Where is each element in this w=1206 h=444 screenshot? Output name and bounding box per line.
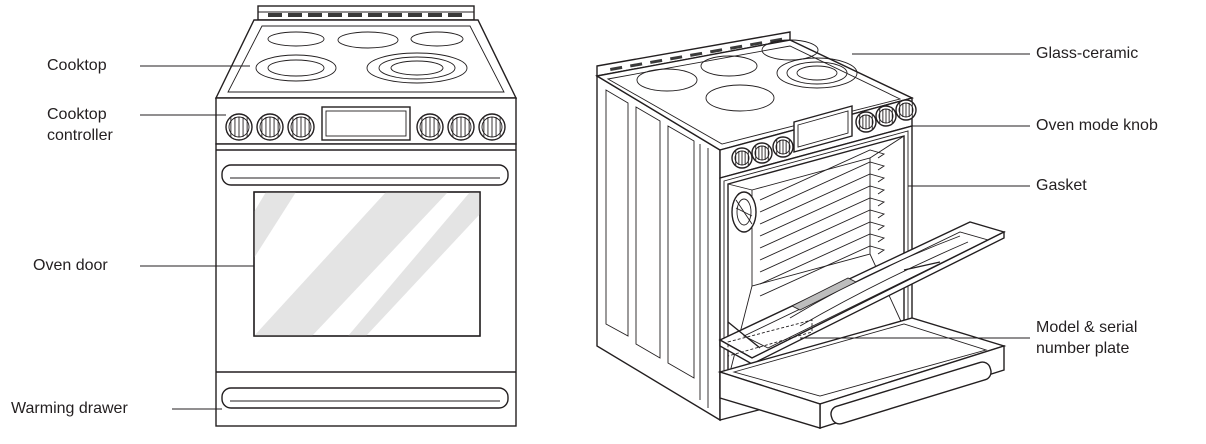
- vent-slot: [690, 51, 703, 57]
- control-knob: [287, 113, 315, 141]
- label-oven-door: Oven door: [33, 257, 108, 274]
- control-knob: [772, 136, 794, 158]
- label-cooktop: Cooktop: [47, 57, 107, 74]
- oven-rack-support: [759, 221, 886, 273]
- perspective-view-range: [595, 31, 1007, 429]
- control-knob: [478, 113, 506, 141]
- vent-slot: [308, 13, 322, 17]
- oven-rack-support: [759, 197, 886, 249]
- vent-slot: [288, 13, 302, 17]
- warming-drawer-handle: [221, 387, 509, 409]
- label-gasket: Gasket: [1036, 177, 1087, 194]
- label-model-serial-line1: Model & serial: [1036, 319, 1137, 336]
- label-cooktop-controller-line2: controller: [47, 127, 113, 144]
- convection-fan: [731, 191, 757, 233]
- front-control-panel: [215, 97, 517, 145]
- burner: [410, 31, 464, 47]
- control-knob: [225, 113, 253, 141]
- oven-rack-support: [759, 149, 886, 201]
- display-window: [321, 106, 411, 141]
- burner: [267, 59, 325, 77]
- front-warming-drawer: [216, 371, 516, 409]
- oven-rack-support: [759, 185, 886, 237]
- front-view-range: [214, 5, 518, 427]
- vent-slot: [368, 13, 382, 17]
- burner: [761, 39, 819, 61]
- vent-slot: [448, 13, 462, 17]
- vent-slot: [428, 13, 442, 17]
- burner: [267, 31, 325, 47]
- burner: [366, 52, 468, 84]
- vent-slot: [268, 13, 282, 17]
- leader-lines: [140, 53, 1030, 410]
- perspective-open-door: [718, 221, 1006, 365]
- label-glass-ceramic: Glass-ceramic: [1036, 45, 1138, 62]
- label-cooktop-controller-line1: Cooktop: [47, 106, 107, 123]
- vent-slot: [750, 41, 763, 47]
- control-knob: [895, 99, 917, 121]
- warming-drawer-handle: [830, 361, 992, 425]
- control-knob: [875, 105, 897, 127]
- perspective-side-panel: [596, 74, 721, 422]
- control-knob: [416, 113, 444, 141]
- label-model-serial-line2: number plate: [1036, 340, 1129, 357]
- oven-rack-support: [759, 161, 886, 213]
- burner: [705, 84, 775, 112]
- backguard-strip: [257, 5, 475, 21]
- control-knob: [751, 142, 773, 164]
- front-oven-door: [221, 164, 509, 337]
- oven-rack-support: [759, 209, 886, 261]
- perspective-warming-drawer: [717, 317, 1007, 429]
- burner: [337, 31, 399, 49]
- burner: [796, 65, 838, 81]
- control-knob: [855, 111, 877, 133]
- burner: [255, 54, 337, 82]
- vent-slot: [730, 44, 743, 50]
- callout-labels: Cooktop Cooktop controller Oven door War…: [11, 45, 1158, 417]
- burner: [786, 61, 848, 85]
- burner: [636, 68, 698, 92]
- burner: [700, 55, 758, 77]
- burner: [378, 56, 456, 80]
- vent-slot: [348, 13, 362, 17]
- vent-slot: [388, 13, 402, 17]
- control-knob: [447, 113, 475, 141]
- label-oven-mode-knob: Oven mode knob: [1036, 117, 1158, 134]
- control-knob: [731, 147, 753, 169]
- vent-slot: [770, 37, 783, 43]
- display-window: [793, 105, 853, 153]
- perspective-cooktop: [595, 39, 915, 151]
- oven-rack-support: [759, 173, 886, 225]
- vent-slot: [408, 13, 422, 17]
- label-warming-drawer: Warming drawer: [11, 400, 128, 417]
- burner: [390, 60, 444, 76]
- perspective-control-panel: [719, 97, 917, 179]
- vent-slot: [328, 13, 342, 17]
- oven-rack-support: [759, 233, 886, 285]
- vent-slot: [650, 58, 663, 64]
- vent-slot: [610, 65, 623, 71]
- vent-slot: [630, 62, 643, 68]
- oven-door-handle: [221, 164, 509, 186]
- control-knob: [256, 113, 284, 141]
- oven-rack-support: [759, 245, 886, 297]
- vent-slot: [669, 55, 683, 61]
- front-cooktop: [214, 19, 518, 99]
- vent-slot: [710, 48, 723, 54]
- burner: [776, 57, 858, 89]
